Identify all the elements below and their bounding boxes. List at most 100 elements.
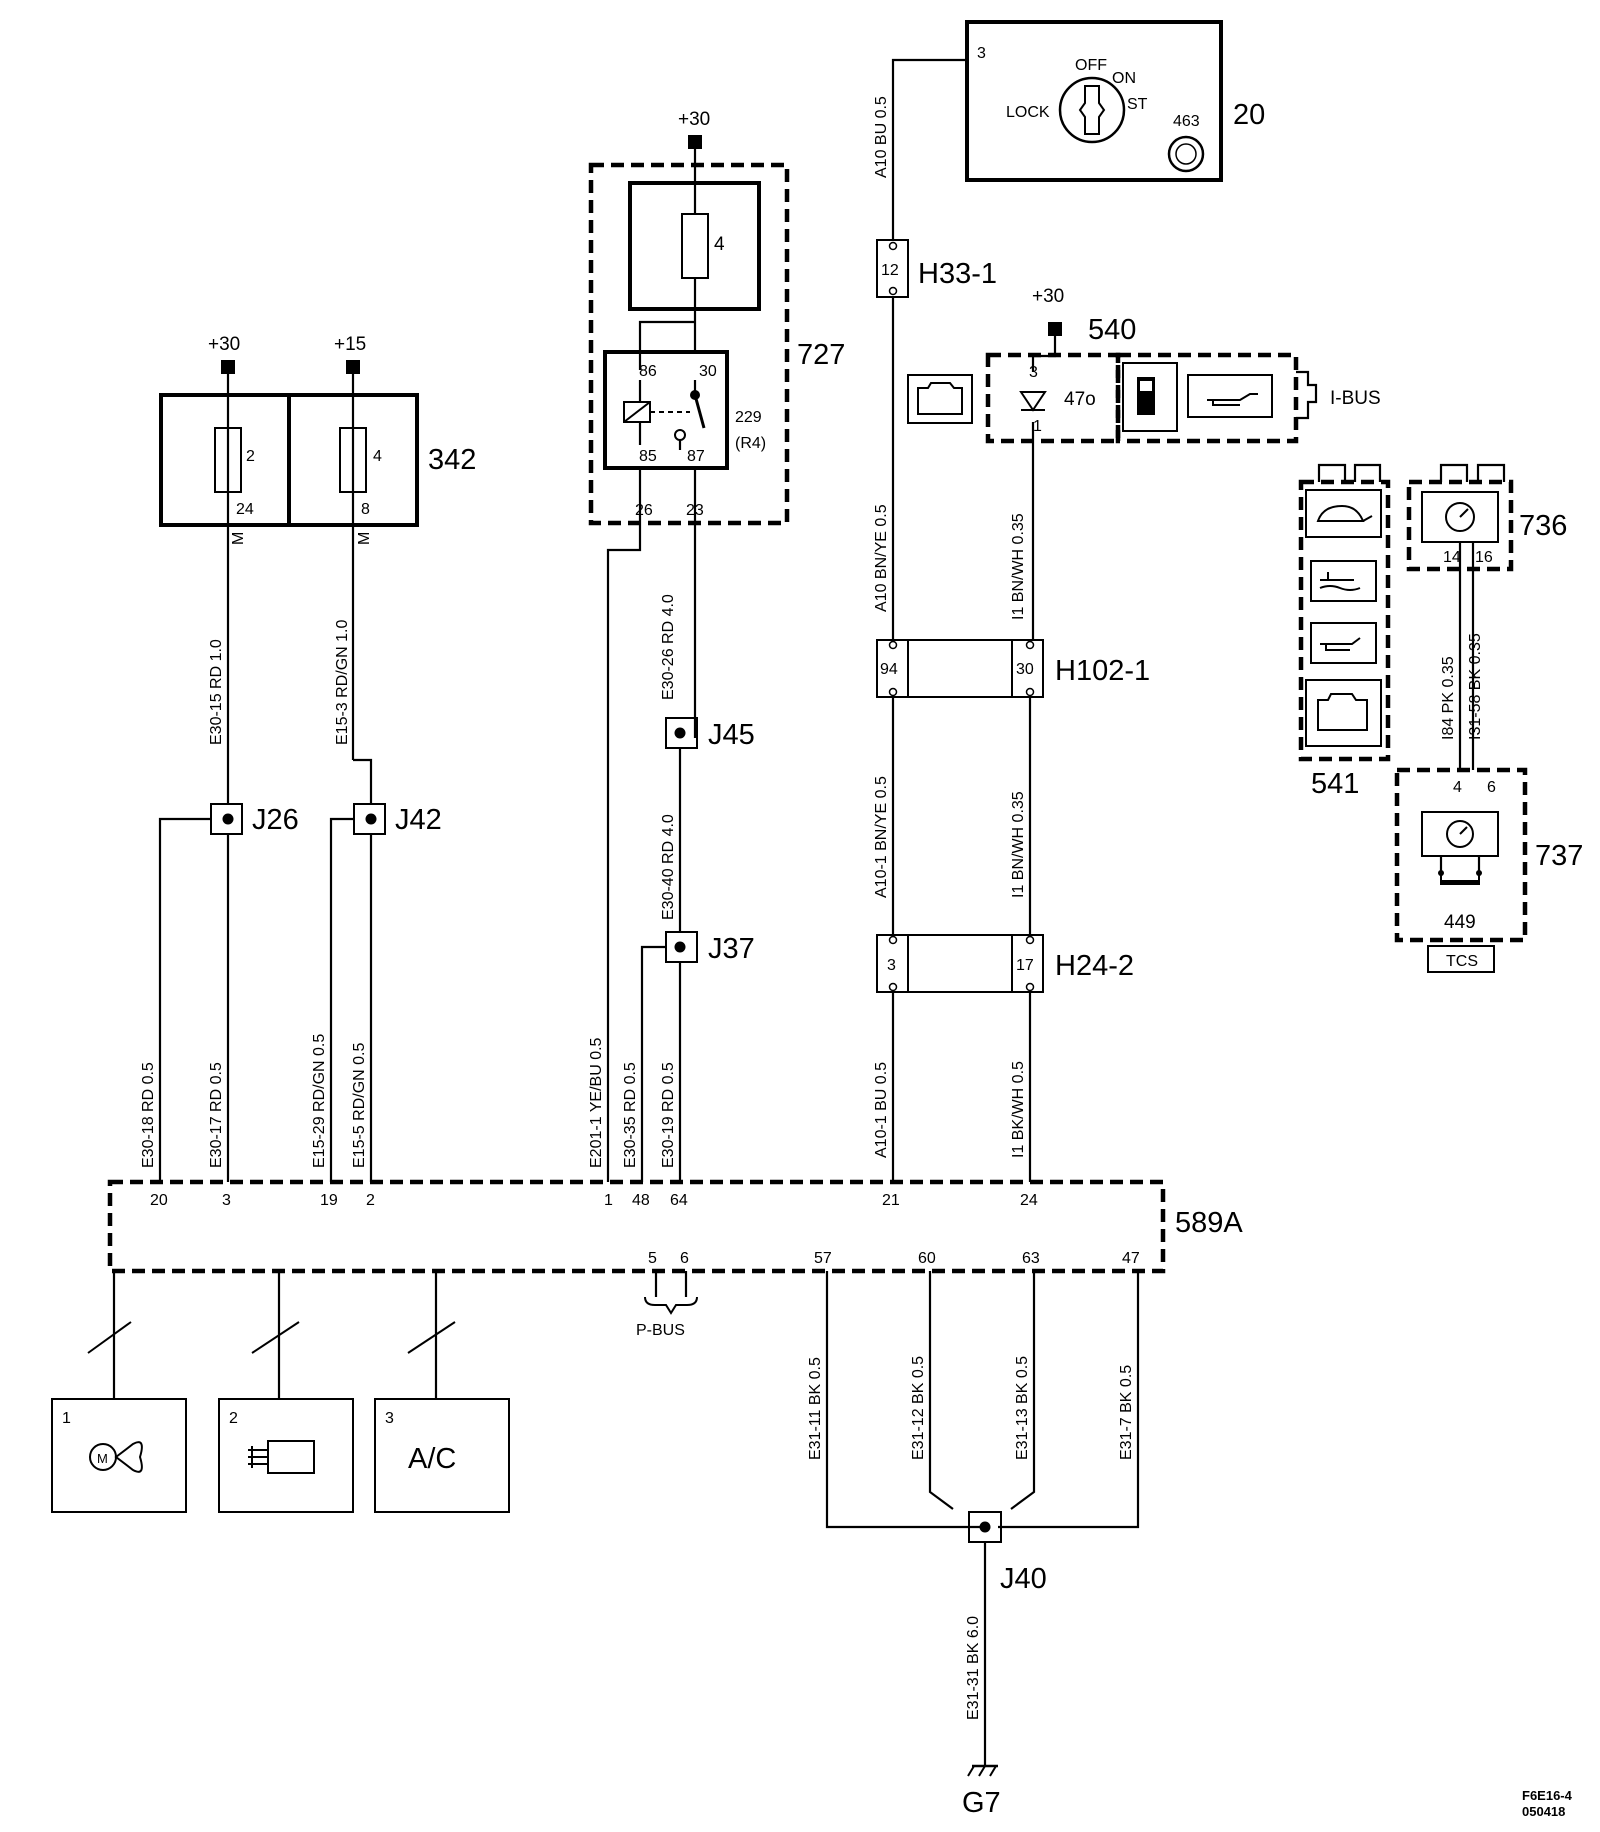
speed-sensor-label: 736 (1519, 510, 1567, 542)
speed-sensor-736: 14 16 736 (1406, 463, 1567, 572)
svg-text:3: 3 (222, 1192, 231, 1209)
wire-label: E30-17 RD 0.5 (208, 1062, 225, 1168)
oil-level-icon (1310, 622, 1377, 664)
module-2: 2 (218, 1398, 354, 1513)
wire-labels: E30-15 RD 1.0 E15-3 RD/GN 1.0 E30-18 RD … (140, 96, 1484, 1720)
svg-text:P-BUS: P-BUS (636, 1322, 685, 1339)
tcs-737: 4 6 449 737 TCS (1394, 767, 1583, 973)
wire-label: E201-1 YE/BU 0.5 (588, 1037, 605, 1168)
svg-text:30: 30 (1016, 661, 1034, 678)
svg-text:3: 3 (1029, 364, 1038, 381)
supply-727: +30 (678, 109, 710, 130)
wire-label: A10-1 BU 0.5 (873, 1062, 890, 1158)
speed-sensor-icon (1445, 502, 1475, 532)
wire-label: A10 BN/YE 0.5 (873, 504, 890, 612)
wire-label: E31-31 BK 6.0 (965, 1616, 982, 1720)
svg-text:57: 57 (814, 1250, 832, 1267)
ignition-pos-on: ON (1112, 70, 1136, 87)
drawing-id: F6E16-4 (1522, 1788, 1573, 1803)
svg-text:M: M (230, 532, 247, 545)
svg-text:17: 17 (1016, 957, 1034, 974)
ac-label: A/C (408, 1443, 456, 1475)
svg-text:G7: G7 (962, 1787, 1001, 1819)
tcs-label: 737 (1535, 840, 1583, 872)
ecu-label: 589A (1175, 1207, 1243, 1239)
svg-text:J42: J42 (395, 804, 442, 836)
check-engine-icon (1305, 679, 1382, 747)
svg-text:J40: J40 (1000, 1563, 1047, 1595)
wire-label: E15-3 RD/GN 1.0 (334, 620, 351, 745)
svg-text:M: M (356, 532, 373, 545)
ignition-pin-3: 3 (977, 45, 986, 62)
svg-text:6: 6 (1487, 779, 1496, 796)
svg-text:64: 64 (670, 1192, 688, 1209)
svg-text:H33-1: H33-1 (918, 258, 997, 290)
svg-text:12: 12 (881, 262, 899, 279)
ignition-lamp-463: 463 (1173, 113, 1200, 130)
connector-h33-1: 12 H33-1 (876, 239, 997, 298)
fuse-a-icon (214, 427, 242, 493)
warning-lamps-541: 541 (1298, 463, 1391, 800)
svg-text:M: M (97, 1451, 108, 1466)
wire-label: E30-35 RD 0.5 (622, 1062, 639, 1168)
module-1: 1 M (51, 1398, 187, 1513)
svg-text:2: 2 (366, 1192, 375, 1209)
instrument-540-label: 540 (1088, 314, 1136, 346)
svg-text:87: 87 (687, 448, 705, 465)
ignition-pos-off: OFF (1075, 57, 1107, 74)
wire-label: I1 BN/WH 0.35 (1010, 513, 1027, 620)
ground-g7: G7 (962, 1764, 1001, 1819)
svg-text:1: 1 (604, 1192, 613, 1209)
wire-label: A10 BU 0.5 (873, 96, 890, 178)
wire-label: E30-19 RD 0.5 (660, 1062, 677, 1168)
svg-text:I-BUS: I-BUS (1330, 388, 1381, 409)
svg-text:14: 14 (1443, 549, 1461, 566)
svg-text:5: 5 (648, 1250, 657, 1267)
svg-text:21: 21 (882, 1192, 900, 1209)
relay-switch-icon (693, 394, 706, 429)
oil-can-icon (1187, 374, 1273, 418)
svg-text:94: 94 (880, 661, 898, 678)
wire-label: E30-40 RD 4.0 (660, 814, 677, 920)
module-3: 3 A/C (374, 1398, 510, 1513)
wire-label: E15-5 RD/GN 0.5 (351, 1043, 368, 1168)
relay-229 (603, 350, 729, 470)
engine-icon (907, 374, 973, 424)
relay-id: 229 (735, 409, 762, 426)
connector-h24-2: 3 17 H24-2 (876, 934, 1134, 993)
svg-text:1: 1 (1033, 418, 1042, 435)
wire-label: E30-15 RD 1.0 (208, 639, 225, 745)
svg-text:4: 4 (1453, 779, 1462, 796)
fuse-b-icon (339, 427, 367, 493)
relay-ref: (R4) (735, 435, 766, 452)
connector-h102-1: 94 30 H102-1 (876, 639, 1150, 698)
junction-j42: J42 (353, 803, 442, 836)
fuse-relay-box-727: +30 4 86 30 85 87 229 (R4) 26 23 727 (588, 109, 845, 738)
svg-text:J26: J26 (252, 804, 299, 836)
wire-label: I31-58 BK 0.35 (1467, 633, 1484, 740)
svg-text:85: 85 (639, 448, 657, 465)
junction-j26: J26 (210, 803, 299, 836)
svg-text:2: 2 (229, 1410, 238, 1427)
led-icon (1019, 391, 1047, 412)
instrument-540: +30 540 3 1 47o I-BUS (907, 286, 1381, 640)
wire-label: I1 BN/WH 0.35 (1010, 791, 1027, 898)
p-bus: P-BUS (636, 1271, 698, 1339)
svg-text:449: 449 (1444, 912, 1476, 933)
fuse-box-label: 342 (428, 444, 476, 476)
wire-label: E30-26 RD 4.0 (660, 594, 677, 700)
ignition-lock-icon (1058, 76, 1126, 144)
svg-text:H102-1: H102-1 (1055, 655, 1150, 687)
junction-j45: J45 (665, 717, 755, 751)
fuse-icon (681, 213, 709, 279)
svg-text:2: 2 (246, 448, 255, 465)
ignition-light-icon (1167, 135, 1205, 173)
ignition-pos-st: ST (1127, 96, 1148, 113)
ignition-switch-label: 20 (1233, 99, 1265, 131)
svg-text:24: 24 (1020, 1192, 1038, 1209)
svg-text:H24-2: H24-2 (1055, 950, 1134, 982)
svg-text:+30: +30 (208, 334, 240, 355)
fuel-pump-icon (1122, 362, 1178, 432)
svg-text:20: 20 (150, 1192, 168, 1209)
